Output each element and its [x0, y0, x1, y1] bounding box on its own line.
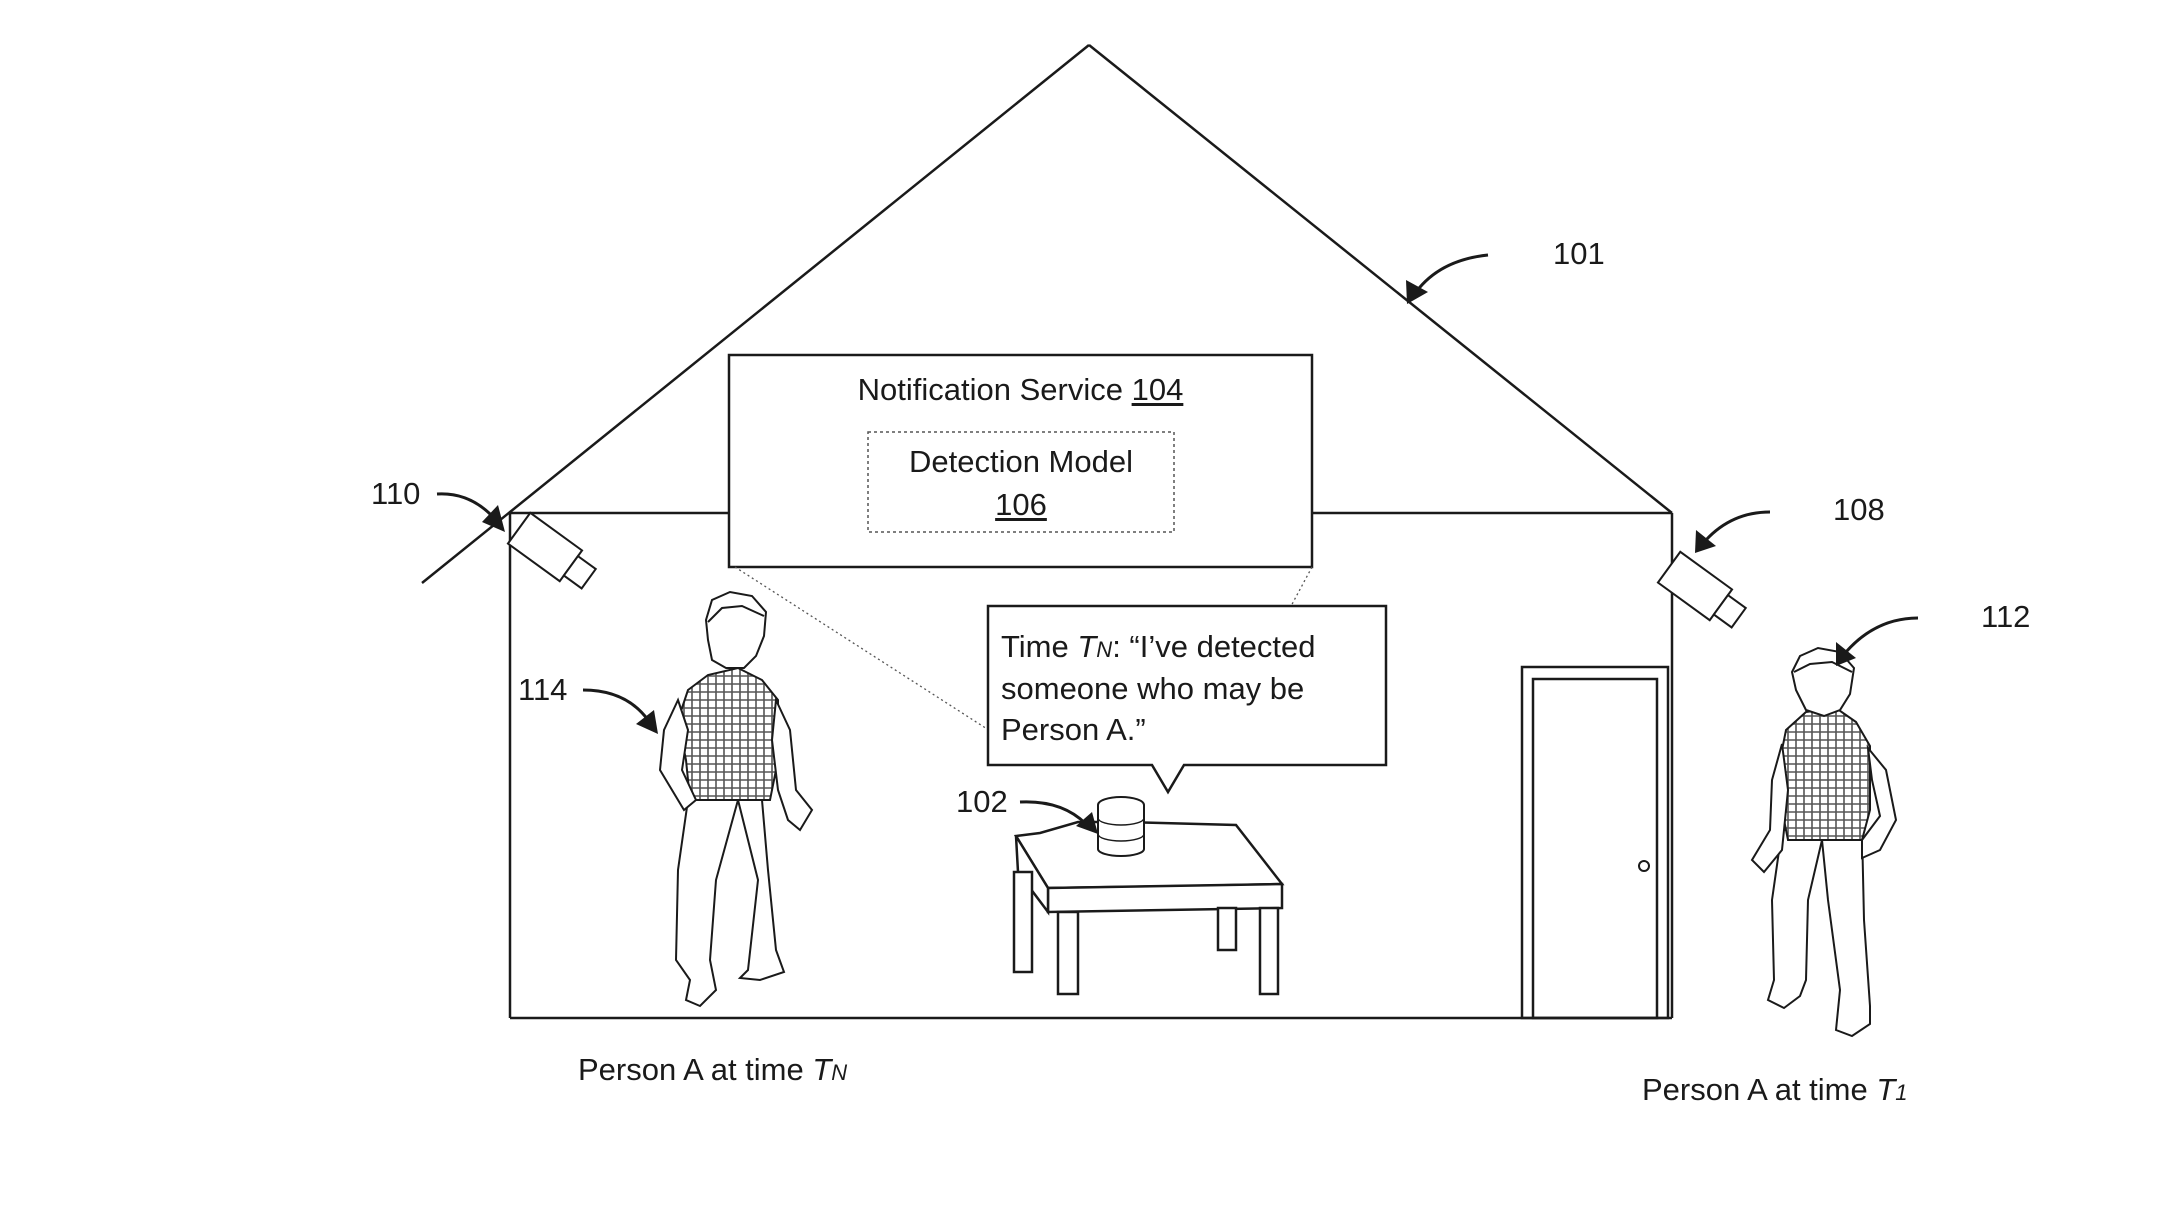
door-knob [1639, 861, 1649, 871]
ref-label-101: 101 [1553, 238, 1605, 269]
detection-model-label: Detection Model [868, 440, 1174, 483]
ref-label-110: 110 [371, 478, 420, 509]
speech-bubble-line3: Person A.” [1001, 709, 1381, 751]
ref-label-108: 108 [1833, 494, 1885, 525]
leader-110 [437, 494, 494, 518]
ref-label-102: 102 [956, 786, 1008, 817]
detection-model-title: Detection Model 106 [868, 440, 1174, 527]
notification-service-ref: 104 [1132, 372, 1184, 407]
notification-service-label: Notification Service [858, 372, 1123, 407]
caption-person-inside: Person A at time TN [578, 1054, 847, 1085]
person-outside-shirt [1780, 708, 1870, 840]
ref-label-112: 112 [1981, 601, 2030, 632]
time-subscript: N [1096, 637, 1112, 662]
person-outside-legs [1768, 830, 1870, 1036]
leader-102 [1020, 802, 1086, 824]
notification-service-title: Notification Service 104 [729, 368, 1312, 411]
detection-model-ref: 106 [868, 483, 1174, 526]
camera-left [508, 513, 600, 594]
caption-person-outside: Person A at time T1 [1642, 1074, 1908, 1105]
arrowhead-114 [636, 710, 658, 734]
leader-112 [1846, 618, 1918, 652]
leader-108 [1706, 512, 1770, 540]
time-symbol: T [1077, 629, 1096, 664]
leader-114 [583, 690, 648, 720]
speech-bubble-line1: Time TN: “I’ve detected [1001, 626, 1381, 668]
person-inside-arm-right [772, 700, 812, 830]
leader-101 [1416, 255, 1488, 292]
door [1522, 667, 1668, 1018]
person-inside-legs [676, 800, 784, 1006]
speech-bubble-text: Time TN: “I’ve detected someone who may … [1001, 626, 1381, 751]
speech-bubble-line2: someone who may be [1001, 668, 1381, 710]
table [1014, 822, 1282, 994]
smart-device [1098, 797, 1144, 856]
person-outside [1752, 648, 1896, 1036]
person-inside-shirt [678, 668, 778, 800]
ref-label-114: 114 [518, 674, 567, 705]
person-inside-head [706, 592, 766, 668]
person-inside [660, 592, 812, 1006]
